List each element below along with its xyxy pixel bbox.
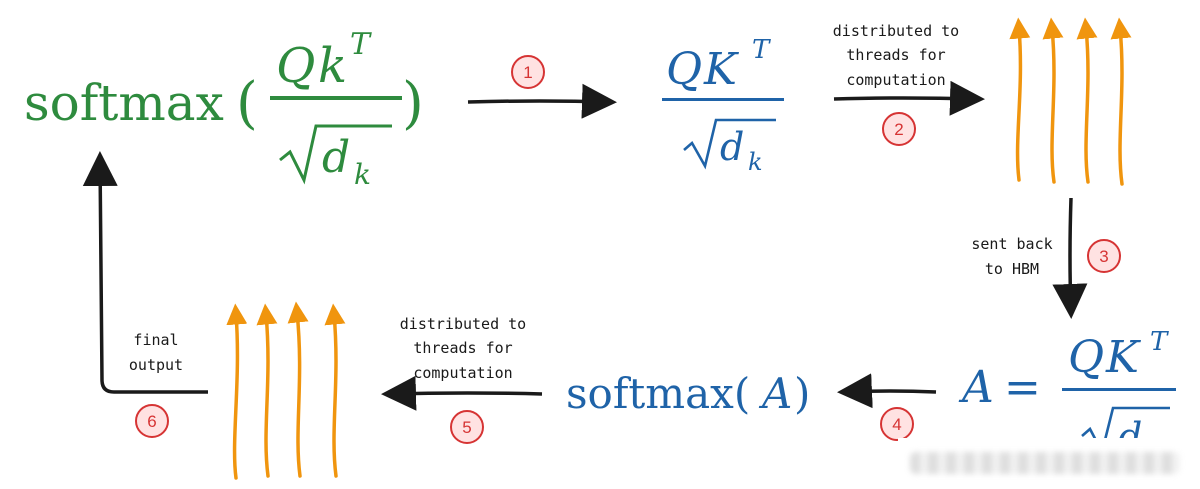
a-variable: A (758, 369, 792, 418)
threads-top (1009, 17, 1132, 186)
superscript-t: T (1150, 327, 1169, 357)
step-6-line-2: output (129, 356, 183, 374)
step-badge-4: 4 (880, 407, 914, 441)
step-number: 6 (147, 412, 156, 431)
threads-bottom (226, 301, 346, 480)
watermark-blur (910, 452, 1180, 474)
step-badge-5: 5 (450, 410, 484, 444)
step-badge-1: 1 (511, 55, 545, 89)
softmax-function-label: softmax (24, 74, 224, 132)
fraction-bar (270, 96, 402, 100)
arrow-step-5 (381, 375, 543, 411)
softmax-scaled-scores-formula: softmax ( Q k T d k ) (24, 27, 424, 191)
numerator-q: Q (666, 44, 702, 95)
thread-arrow (1110, 17, 1132, 186)
numerator-k: k (318, 38, 347, 94)
equals-sign: = (1004, 362, 1041, 413)
softmax-a-label: softmax( (566, 369, 750, 418)
close-paren: ) (794, 369, 810, 418)
thread-arrow (287, 301, 309, 478)
step-3-line-1: sent back (971, 235, 1052, 253)
subscript-k: k (748, 148, 763, 176)
open-paren: ( (236, 71, 258, 136)
arrow-step-2 (833, 80, 985, 116)
step-5-line-1: distributed to (400, 315, 526, 333)
scaled-scores-formula: Q K T d k (662, 35, 784, 176)
thread-arrow (324, 303, 346, 478)
step-number: 2 (894, 120, 903, 139)
watermark-overlay (898, 438, 1198, 488)
fraction-bar (662, 98, 784, 101)
subscript-k: k (354, 158, 371, 191)
denominator-d: d (720, 125, 744, 169)
step-5-label: distributed to threads for computation (400, 315, 526, 382)
thread-arrow (1009, 17, 1031, 182)
step-number: 4 (892, 415, 901, 434)
attention-scores-formula: A = Q K T d k (958, 327, 1176, 466)
thread-arrow (226, 303, 248, 480)
numerator-q: Q (1068, 332, 1104, 383)
softmax-a-formula: softmax( A ) (566, 369, 810, 418)
sqrt-sign (279, 124, 392, 185)
arrow-step-6 (82, 151, 208, 394)
step-6-line-1: final (133, 331, 178, 349)
step-number: 1 (523, 63, 532, 82)
close-paren: ) (402, 71, 424, 136)
step-2-line-1: distributed to (833, 22, 959, 40)
step-2-label: distributed to threads for computation (833, 22, 959, 89)
step-5-line-3: computation (413, 364, 512, 382)
thread-arrow (256, 303, 278, 478)
step-number: 3 (1099, 247, 1108, 266)
step-3-line-2: to HBM (985, 260, 1039, 278)
step-6-label: final output (129, 331, 183, 374)
step-badge-3: 3 (1087, 239, 1121, 273)
denominator-d: d (322, 132, 350, 183)
numerator-k: K (703, 44, 739, 95)
arrow-step-3 (1052, 197, 1088, 319)
a-variable: A (958, 362, 994, 413)
step-5-line-2: threads for (413, 339, 512, 357)
fraction-bar (1062, 388, 1176, 391)
sqrt-sign (683, 118, 776, 170)
thread-arrow (1076, 17, 1098, 184)
numerator-q: Q (276, 38, 315, 94)
arrow-step-1 (467, 83, 617, 119)
superscript-t: T (752, 35, 771, 65)
step-3-label: sent back to HBM (971, 235, 1052, 278)
arrow-step-4 (837, 373, 937, 409)
step-2-line-2: threads for (846, 46, 945, 64)
step-number: 5 (462, 418, 471, 437)
numerator-k: K (1105, 332, 1141, 383)
step-badge-6: 6 (135, 404, 169, 438)
step-badge-2: 2 (882, 112, 916, 146)
thread-arrow (1042, 17, 1064, 184)
step-2-line-3: computation (846, 71, 945, 89)
superscript-t: T (350, 27, 372, 62)
